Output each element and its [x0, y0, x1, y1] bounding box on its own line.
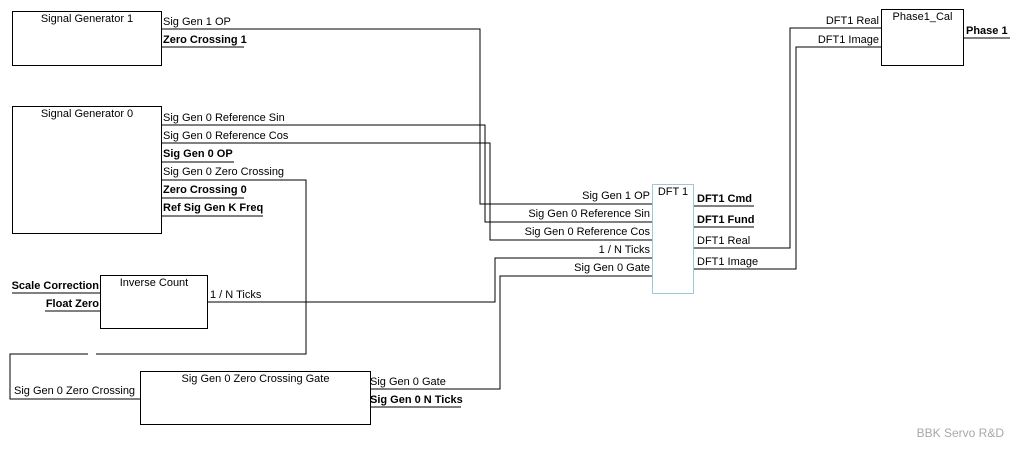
wire-sig-gen-1-op [162, 28, 652, 205]
zero-crossing-gate-title: Sig Gen 0 Zero Crossing Gate [181, 373, 330, 385]
wire-n-ticks [208, 257, 652, 303]
phase1-cal-block[interactable]: Phase1_Cal [881, 9, 964, 66]
zcg-input-zero-crossing[interactable]: Sig Gen 0 Zero Crossing [14, 385, 136, 397]
cal-input-dft-real[interactable]: DFT1 Real [825, 15, 879, 27]
inv-output-n-ticks[interactable]: 1 / N Ticks [210, 289, 262, 301]
zcg-output-n-ticks[interactable]: Sig Gen 0 N Ticks [370, 394, 463, 406]
wire-zero-crossing [9, 179, 307, 400]
wire-ref-cos [162, 142, 652, 241]
sg1-output-zero-crossing-1[interactable]: Zero Crossing 1 [163, 34, 247, 46]
wire-ref-sin [162, 124, 652, 223]
zcg-output-gate[interactable]: Sig Gen 0 Gate [370, 376, 446, 388]
dft-output-image[interactable]: DFT1 Image [697, 256, 759, 268]
dft-input-n-ticks[interactable]: 1 / N Ticks [598, 244, 650, 256]
sg0-output-zero-crossing[interactable]: Sig Gen 0 Zero Crossing [163, 166, 285, 178]
cal-input-dft-image[interactable]: DFT1 Image [817, 34, 879, 46]
cal-output-phase-1[interactable]: Phase 1 [966, 25, 1008, 37]
sg1-output-sig-gen-1-op[interactable]: Sig Gen 1 OP [163, 16, 231, 28]
phase1-cal-title: Phase1_Cal [892, 11, 953, 23]
dft-input-ref-sin[interactable]: Sig Gen 0 Reference Sin [528, 208, 650, 220]
inv-input-float-zero[interactable]: Float Zero [45, 298, 99, 310]
dft-output-fund[interactable]: DFT1 Fund [697, 214, 755, 226]
inverse-count-block[interactable]: Inverse Count [100, 275, 208, 329]
sg0-output-ref-sin[interactable]: Sig Gen 0 Reference Sin [163, 112, 285, 124]
dft-input-sig-gen-1-op[interactable]: Sig Gen 1 OP [582, 190, 650, 202]
sg0-output-ref-cos[interactable]: Sig Gen 0 Reference Cos [163, 130, 289, 142]
watermark: BBK Servo R&D [916, 426, 1004, 440]
signal-generator-0-title: Signal Generator 0 [40, 108, 134, 120]
zero-crossing-gate-block[interactable]: Sig Gen 0 Zero Crossing Gate [140, 371, 371, 425]
inv-input-scale-correction[interactable]: Scale Correction [11, 280, 99, 292]
signal-generator-1-block[interactable]: Signal Generator 1 [12, 11, 162, 66]
inverse-count-title: Inverse Count [119, 277, 189, 289]
dft-input-ref-cos[interactable]: Sig Gen 0 Reference Cos [524, 226, 650, 238]
signal-generator-0-block[interactable]: Signal Generator 0 [12, 106, 162, 234]
dft-output-cmd[interactable]: DFT1 Cmd [697, 193, 752, 205]
wire-dft-image [694, 46, 881, 270]
sg0-output-op[interactable]: Sig Gen 0 OP [163, 148, 233, 160]
dft-1-title: DFT 1 [657, 186, 689, 198]
dft-output-real[interactable]: DFT1 Real [697, 235, 751, 247]
wire-gate [370, 275, 652, 390]
sg0-output-zero-crossing-0[interactable]: Zero Crossing 0 [163, 184, 247, 196]
signal-generator-1-title: Signal Generator 1 [40, 13, 134, 25]
dft-input-gate[interactable]: Sig Gen 0 Gate [574, 262, 650, 274]
wire-dft-real [694, 27, 881, 249]
sg0-output-ref-k-freq[interactable]: Ref Sig Gen K Freq [163, 202, 264, 214]
dft-1-block[interactable]: DFT 1 [652, 184, 694, 294]
